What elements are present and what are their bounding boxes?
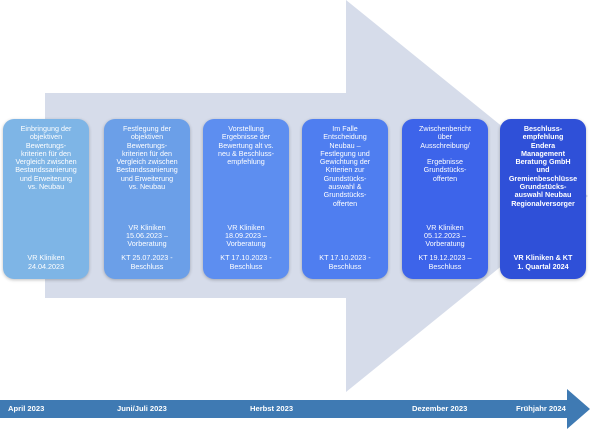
process-step-description: Beschluss- empfehlung Endera Management … (508, 124, 578, 208)
process-step-milestone: VR Kliniken 05.12.2023 – Vorberatung (424, 222, 466, 249)
process-step-milestone: VR Kliniken 24.04.2023 (27, 253, 65, 271)
process-step-6: Beschluss- empfehlung Endera Management … (500, 119, 586, 279)
process-step-milestone: KT 17.10.2023 - Beschluss (220, 253, 272, 271)
process-step-milestone: VR Kliniken 18.09.2023 – Vorberatung (225, 222, 267, 249)
process-step-milestone: VR Kliniken & KT 1. Quartal 2024 (513, 253, 573, 271)
process-step-footer: VR Kliniken & KT 1. Quartal 2024 (503, 254, 583, 275)
timeline-label-herbst-2023: Herbst 2023 (250, 404, 294, 413)
process-step-description: Zwischenbericht über Ausschreibung/ Erge… (419, 124, 471, 183)
process-step-description: Einbringung der objektiven Bewertungs- k… (15, 124, 77, 192)
timeline-label-april-2023: April 2023 (8, 404, 45, 413)
process-step-footer: VR Kliniken 15.06.2023 – Vorberatung KT 2… (107, 222, 187, 275)
process-step-3: Vorstellung Ergebnisse der Bewertung alt… (203, 119, 289, 279)
process-step-5: Zwischenbericht über Ausschreibung/ Erge… (402, 119, 488, 279)
timeline-label-juni-juli-2023: Juni/Juli 2023 (117, 404, 167, 413)
timeline-label-dezember-2023: Dezember 2023 (412, 404, 468, 413)
timeline-label-fruehjahr-2024: Frühjahr 2024 (516, 404, 566, 413)
process-step-milestone: VR Kliniken 15.06.2023 – Vorberatung (126, 222, 168, 249)
process-step-footer: VR Kliniken 05.12.2023 – Vorberatung KT 1… (405, 222, 485, 275)
process-step-description: Im Falle Entscheidung Neubau – Festlegun… (319, 124, 371, 208)
process-step-footer: KT 17.10.2023 - Beschluss (305, 254, 385, 275)
process-step-footer: VR Kliniken 24.04.2023 (6, 254, 86, 275)
process-step-milestone: KT 17.10.2023 - Beschluss (319, 253, 371, 271)
process-step-1: Einbringung der objektiven Bewertungs- k… (3, 119, 89, 279)
process-step-4: Im Falle Entscheidung Neubau – Festlegun… (302, 119, 388, 279)
process-step-2: Festlegung der objektiven Bewertungs- kr… (104, 119, 190, 279)
process-step-description: Festlegung der objektiven Bewertungs- kr… (116, 124, 178, 192)
process-step-milestone: KT 19.12.2023 – Beschluss (418, 253, 472, 271)
process-step-description: Vorstellung Ergebnisse der Bewertung alt… (218, 124, 274, 167)
process-step-footer: VR Kliniken 18.09.2023 – Vorberatung KT 1… (206, 222, 286, 275)
process-step-milestone: KT 25.07.2023 - Beschluss (121, 253, 173, 271)
